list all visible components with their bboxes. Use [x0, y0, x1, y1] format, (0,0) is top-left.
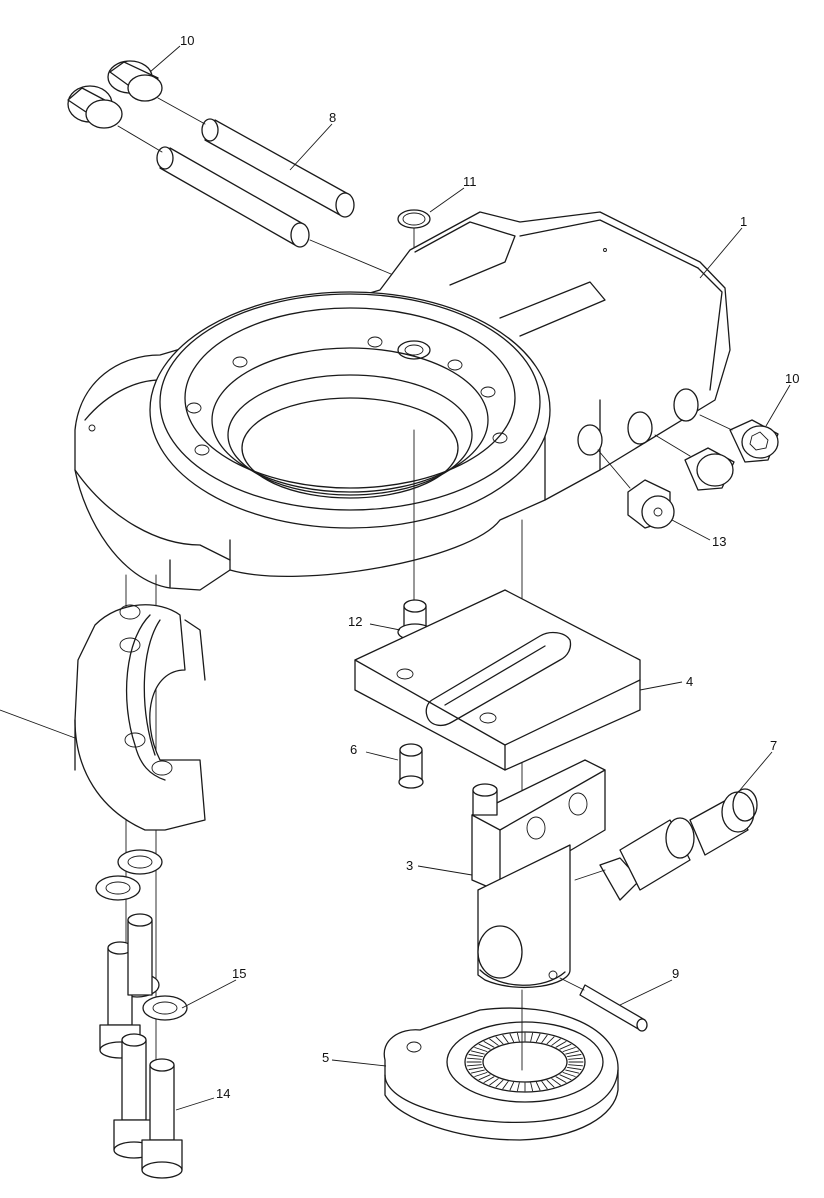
leader-lines — [149, 45, 791, 1111]
part-9-pin — [579, 984, 648, 1032]
index-tooth — [567, 1066, 582, 1070]
index-tooth — [562, 1047, 576, 1052]
index-tooth — [467, 1064, 482, 1067]
part-3-bracket — [471, 759, 606, 989]
index-tooth — [468, 1066, 483, 1070]
index-tooth — [555, 1076, 567, 1083]
index-tooth — [559, 1043, 572, 1050]
callout-9: 9 — [672, 966, 679, 981]
index-plate-teeth — [466, 1032, 584, 1092]
index-tooth — [468, 1054, 483, 1058]
callout-10-right: 10 — [785, 371, 799, 386]
callout-10-top: 10 — [180, 33, 194, 48]
part-8-dowel-pins — [156, 118, 355, 248]
part-11-o-ring — [397, 209, 431, 229]
index-tooth — [495, 1079, 504, 1088]
part-10-top-caps — [67, 60, 163, 129]
index-tooth — [509, 1033, 515, 1043]
index-tooth — [478, 1043, 491, 1050]
callout-11: 11 — [463, 174, 477, 189]
part-left-clamp — [74, 604, 206, 831]
index-tooth — [567, 1054, 582, 1058]
index-tooth — [565, 1069, 580, 1074]
callout-1: 1 — [740, 214, 747, 229]
index-tooth — [530, 1032, 534, 1042]
part-10-right-caps — [684, 419, 779, 491]
callout-12: 12 — [348, 614, 362, 629]
index-tooth — [535, 1033, 541, 1043]
index-tooth — [467, 1057, 482, 1060]
index-tooth — [530, 1082, 534, 1092]
index-tooth — [502, 1034, 509, 1044]
index-tooth — [474, 1047, 488, 1052]
index-tooth — [535, 1081, 541, 1091]
index-tooth — [489, 1078, 499, 1086]
index-tooth — [541, 1080, 548, 1090]
index-tooth — [509, 1081, 515, 1091]
part-13-plug — [627, 479, 675, 529]
index-tooth — [483, 1041, 495, 1048]
part-6-bushing — [398, 743, 424, 789]
part-14-screws — [99, 913, 183, 1179]
index-tooth — [551, 1078, 561, 1086]
index-tooth — [474, 1072, 488, 1077]
index-tooth — [565, 1050, 580, 1055]
callout-4: 4 — [686, 674, 693, 689]
index-tooth — [551, 1038, 561, 1046]
index-tooth — [483, 1076, 495, 1083]
callout-14: 14 — [216, 1086, 230, 1101]
index-tooth — [489, 1038, 499, 1046]
index-tooth — [546, 1036, 555, 1045]
index-tooth — [546, 1079, 555, 1088]
index-tooth — [470, 1050, 485, 1055]
index-tooth — [495, 1036, 504, 1045]
index-tooth — [541, 1034, 548, 1044]
callout-7: 7 — [770, 738, 777, 753]
part-5-index-plate — [383, 1007, 619, 1141]
index-tooth — [555, 1041, 567, 1048]
index-tooth — [568, 1057, 583, 1060]
callout-15: 15 — [232, 966, 246, 981]
callout-6: 6 — [350, 742, 357, 757]
index-tooth — [478, 1074, 491, 1081]
index-tooth — [568, 1064, 583, 1067]
callout-8: 8 — [329, 110, 336, 125]
part-1-main-body — [74, 211, 731, 591]
part-7-adjust-screw — [599, 788, 758, 901]
index-tooth — [562, 1072, 576, 1077]
callout-3: 3 — [406, 858, 413, 873]
callout-5: 5 — [322, 1050, 329, 1065]
part-4-slide-plate — [354, 589, 641, 771]
index-tooth — [516, 1082, 520, 1092]
index-tooth — [502, 1080, 509, 1090]
index-tooth — [470, 1069, 485, 1074]
index-tooth — [516, 1032, 520, 1042]
index-tooth — [559, 1074, 572, 1081]
callout-13: 13 — [712, 534, 726, 549]
